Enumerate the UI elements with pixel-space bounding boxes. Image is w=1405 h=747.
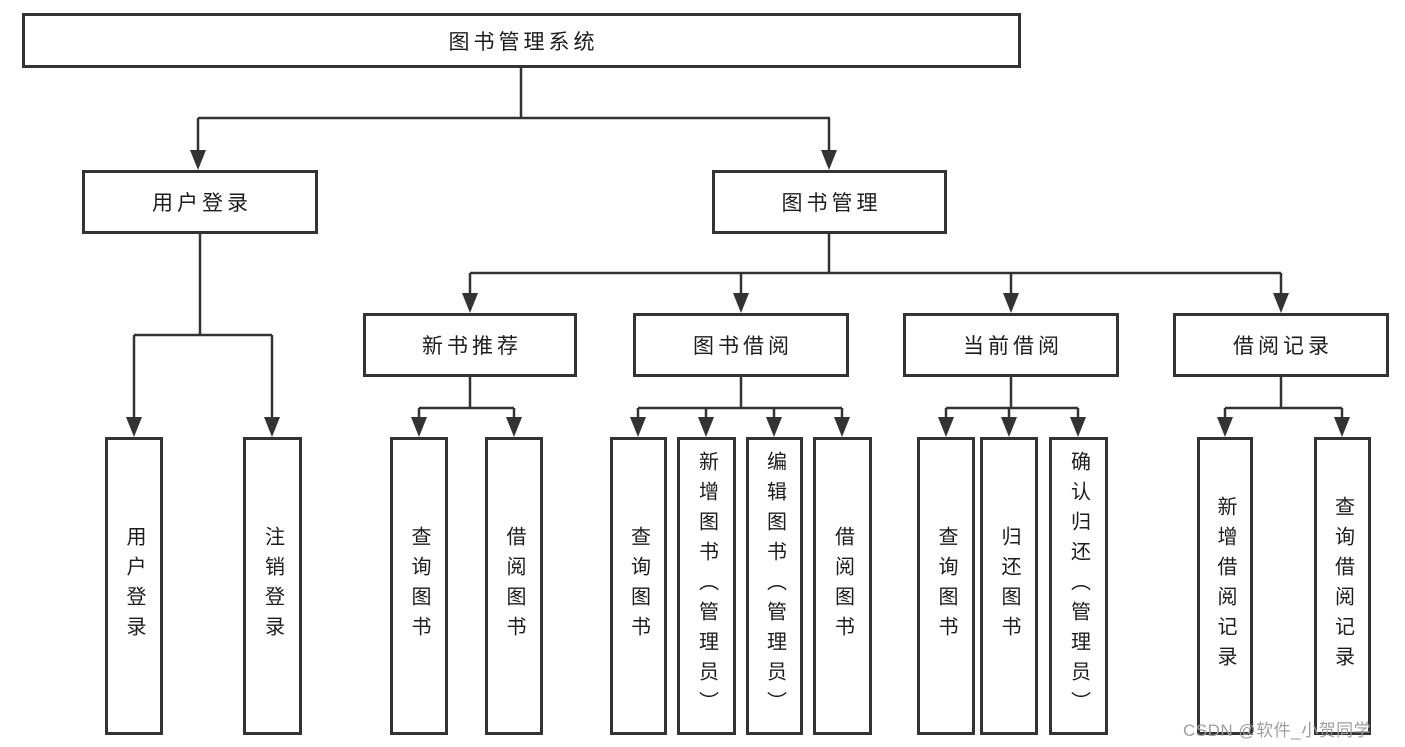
- leaf-label: 注销登录: [261, 526, 284, 646]
- leaf-label: 借阅图书: [503, 526, 525, 646]
- leaf-edit-books-admin: 编辑图书（管理员）: [746, 437, 803, 735]
- arrowhead-icon: [834, 417, 850, 437]
- arrowhead-icon: [766, 417, 782, 437]
- leaf-query-borrow-record: 查询借阅记录: [1314, 437, 1371, 735]
- leaf-label: 查询图书: [935, 526, 957, 646]
- node-library-system-root: 图书管理系统: [22, 13, 1021, 68]
- arrowhead-icon: [264, 417, 280, 437]
- leaf-current-query-books: 查询图书: [917, 437, 975, 735]
- csdn-watermark: CSDN @软件_小贺同学: [1183, 721, 1372, 740]
- leaf-label: 查询借阅记录: [1331, 496, 1354, 676]
- leaf-label: 新增借阅记录: [1214, 496, 1236, 676]
- node-label: 用户登录: [152, 192, 252, 215]
- node-user-login: 用户登录: [82, 170, 318, 234]
- arrowhead-icon: [1070, 417, 1086, 437]
- leaf-recommend-query-books: 查询图书: [390, 437, 448, 735]
- node-new-book-recommendation: 新书推荐: [363, 313, 577, 377]
- arrowhead-icon: [938, 417, 954, 437]
- arrowhead-icon: [1334, 417, 1350, 437]
- arrowhead-icon: [506, 417, 522, 437]
- node-label: 新书推荐: [422, 335, 522, 358]
- connector-book-management-to-level3: [462, 234, 1289, 313]
- leaf-label: 编辑图书（管理员）: [763, 451, 786, 721]
- leaf-user-login: 用户登录: [105, 437, 163, 735]
- connector-new-book-to-leaves: [411, 377, 522, 437]
- leaf-label: 新增图书（管理员）: [695, 451, 718, 721]
- arrowhead-icon: [190, 150, 206, 170]
- arrowhead-icon: [630, 417, 646, 437]
- node-label: 图书管理系统: [448, 30, 599, 54]
- leaf-return-books: 归还图书: [980, 437, 1038, 735]
- connector-current-borrowing-to-leaves: [938, 377, 1086, 437]
- leaf-borrowing-query-books: 查询图书: [610, 437, 667, 735]
- node-label: 图书管理: [781, 192, 882, 215]
- leaf-logout: 注销登录: [243, 437, 302, 735]
- connector-user-login-to-leaves: [126, 234, 280, 437]
- arrowhead-icon: [462, 293, 478, 313]
- arrowhead-icon: [733, 293, 749, 313]
- leaf-label: 归还图书: [998, 526, 1020, 646]
- leaf-confirm-return-admin: 确认归还（管理员）: [1049, 437, 1108, 735]
- arrowhead-icon: [821, 150, 837, 170]
- leaf-label: 用户登录: [123, 526, 145, 646]
- arrowhead-icon: [1001, 417, 1017, 437]
- leaf-label: 查询图书: [408, 526, 430, 646]
- arrowhead-icon: [126, 417, 142, 437]
- leaf-recommend-borrow-books: 借阅图书: [485, 437, 543, 735]
- node-book-management: 图书管理: [712, 170, 947, 234]
- leaf-borrowing-borrow-books: 借阅图书: [813, 437, 872, 735]
- leaf-add-books-admin: 新增图书（管理员）: [677, 437, 736, 735]
- arrowhead-icon: [411, 417, 427, 437]
- node-current-borrowing: 当前借阅: [903, 313, 1119, 377]
- node-label: 当前借阅: [963, 335, 1063, 358]
- node-label: 图书借阅: [693, 335, 793, 358]
- leaf-label: 确认归还（管理员）: [1067, 451, 1090, 721]
- connector-root-to-level2: [190, 68, 837, 170]
- node-borrowing-records: 借阅记录: [1173, 313, 1389, 377]
- connector-book-borrowing-to-leaves: [630, 377, 850, 437]
- node-book-borrowing: 图书借阅: [633, 313, 849, 377]
- leaf-add-borrow-record: 新增借阅记录: [1197, 437, 1253, 735]
- node-label: 借阅记录: [1233, 335, 1333, 358]
- arrowhead-icon: [1217, 417, 1233, 437]
- arrowhead-icon: [1273, 293, 1289, 313]
- leaf-label: 查询图书: [627, 526, 650, 646]
- leaf-label: 借阅图书: [831, 526, 854, 646]
- arrowhead-icon: [1003, 293, 1019, 313]
- connector-borrowing-records-to-leaves: [1217, 377, 1350, 437]
- arrowhead-icon: [698, 417, 714, 437]
